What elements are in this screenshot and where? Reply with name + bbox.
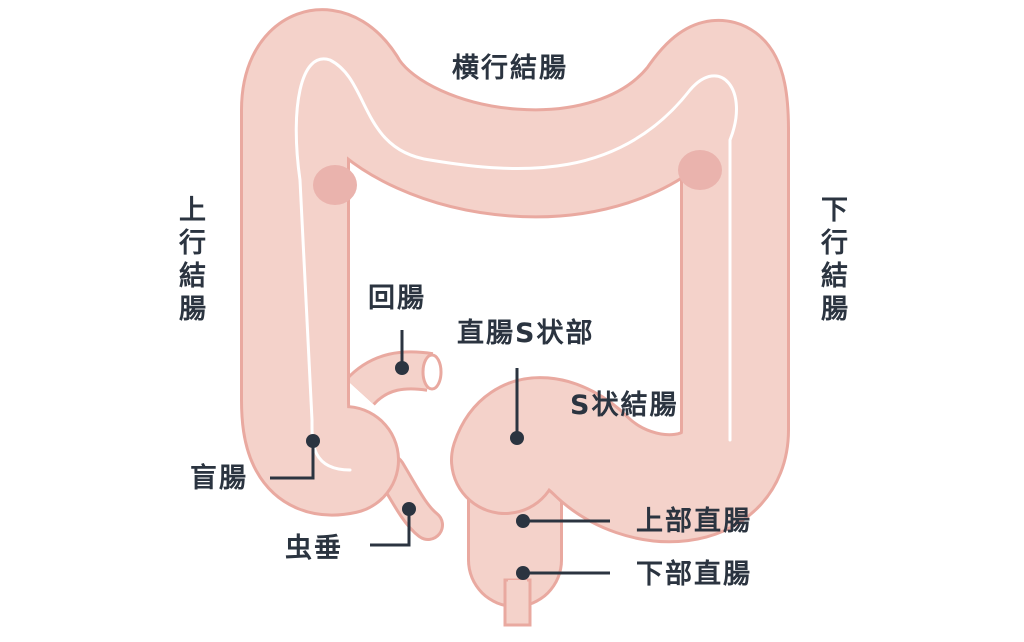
ileum bbox=[345, 350, 443, 407]
large-intestine bbox=[240, 8, 790, 544]
label-sigmoid-colon: S状結腸 bbox=[570, 390, 679, 421]
label-cecum: 盲腸 bbox=[190, 463, 248, 494]
label-upper-rectum: 上部直腸 bbox=[636, 506, 752, 537]
label-appendix: 虫垂 bbox=[285, 533, 343, 564]
label-rectosigmoid: 直腸S状部 bbox=[457, 318, 595, 349]
label-descending-colon: 下行結腸 bbox=[816, 195, 847, 327]
leader-lines bbox=[270, 330, 610, 575]
label-transverse-colon: 横行結腸 bbox=[452, 53, 568, 84]
label-lower-rectum: 下部直腸 bbox=[636, 559, 752, 590]
label-ileum: 回腸 bbox=[368, 283, 426, 314]
leader-dots bbox=[306, 361, 530, 580]
label-ascending-colon: 上行結腸 bbox=[174, 195, 205, 327]
highlight-line bbox=[294, 57, 738, 472]
